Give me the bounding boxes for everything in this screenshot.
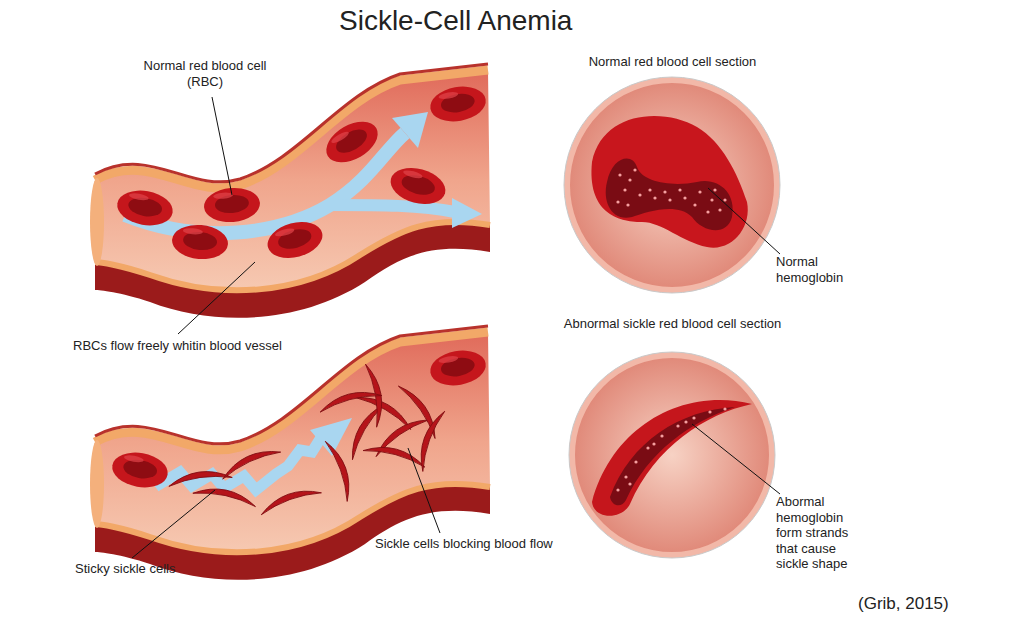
hemoglobin-dot: [638, 193, 641, 196]
callout-label: Normal red blood cell (RBC): [130, 58, 280, 89]
sickle-cell: [218, 443, 280, 479]
hemoglobin-dot: [718, 208, 721, 211]
hemoglobin-dot: [648, 188, 651, 191]
hemoglobin-dot: [693, 203, 696, 206]
callout-label: Sickle cells blocking blood flow: [375, 536, 553, 552]
hemoglobin-dot: [723, 198, 726, 201]
leader-line: [408, 448, 440, 533]
section-heading: Abnormal sickle red blood cell section: [526, 312, 819, 331]
hemoglobin-dot: [616, 200, 619, 203]
leader-line: [178, 262, 255, 334]
hemoglobin-dot: [634, 460, 637, 463]
leader-line: [692, 424, 780, 494]
red-blood-cell: [171, 223, 230, 262]
hemoglobin-dot: [646, 446, 649, 449]
callout-label: Abormal hemoglobin form strands that cau…: [776, 494, 866, 572]
circle-outline: [569, 352, 775, 558]
hemoglobin-dot: [692, 416, 695, 419]
red-blood-cell: [264, 216, 327, 263]
sickle-cell: [193, 483, 258, 506]
leader-line: [708, 188, 780, 254]
callout-label: RBCs flow freely whitin blood vessel: [73, 338, 282, 354]
red-blood-cell: [591, 116, 747, 248]
citation-caption: (Grib, 2015): [858, 594, 949, 614]
red-blood-cell: [427, 346, 488, 389]
cell-section-circle: Abnormal sickle red blood cell section: [526, 312, 819, 562]
hemoglobin-dot: [676, 424, 679, 427]
section-outline: [530, 50, 815, 298]
sickle-cell: [592, 400, 752, 516]
magnifier-circle: [567, 80, 777, 290]
section-outline: [530, 312, 815, 562]
hemoglobin-dot: [706, 210, 709, 213]
hemoglobin-dot: [652, 442, 655, 445]
sickle-cell: [325, 438, 356, 502]
red-blood-cell: [114, 186, 175, 229]
leader-line: [132, 490, 215, 558]
sickle-cell: [258, 483, 322, 514]
hemoglobin-dot: [668, 198, 671, 201]
hemoglobin-dot: [698, 190, 701, 193]
flow-arrow: [330, 205, 455, 212]
hemoglobin-dot: [708, 410, 711, 413]
sickle-cell: [167, 468, 232, 487]
hemoglobin-dot: [633, 168, 636, 171]
red-blood-cell: [319, 113, 384, 170]
hemoglobin-dot: [628, 482, 631, 485]
sickle-cell: [363, 441, 427, 467]
hemoglobin-dot: [723, 407, 726, 410]
hemoglobin-dot: [628, 178, 631, 181]
cell-section-circle: Normal red blood cell section: [526, 50, 819, 298]
hemoglobin-dot: [684, 420, 687, 423]
red-blood-cell: [427, 82, 488, 125]
hemoglobin-dot: [626, 203, 629, 206]
callout-label: Sticky sickle cells: [75, 561, 175, 577]
cell-cross-section: [610, 407, 735, 505]
cell-cross-section: [606, 159, 733, 231]
hemoglobin-dot: [624, 475, 627, 478]
hemoglobin-dot: [713, 188, 716, 191]
callout-label: Normal hemoglobin: [776, 254, 860, 285]
hemoglobin-dot: [616, 488, 619, 491]
hemoglobin-dot: [660, 434, 663, 437]
red-blood-cell: [109, 448, 170, 491]
sickle-cell: [398, 380, 443, 438]
red-blood-cell: [387, 162, 450, 209]
leader-line: [212, 97, 232, 195]
section-heading: Normal red blood cell section: [526, 50, 819, 69]
arrowhead: [452, 198, 482, 228]
blood-vessel: [90, 64, 490, 318]
hemoglobin-dot: [653, 196, 656, 199]
hemoglobin-dot: [678, 188, 681, 191]
hemoglobin-dot: [618, 173, 621, 176]
arrowhead: [392, 112, 428, 148]
hemoglobin-dot: [683, 196, 686, 199]
magnifier-circle: [572, 355, 772, 555]
hemoglobin-dot: [623, 188, 626, 191]
hemoglobin-dot: [710, 198, 713, 201]
sickle-cell: [413, 408, 444, 472]
red-blood-cell: [203, 186, 262, 225]
hemoglobin-dot: [663, 190, 666, 193]
sickle-cell: [318, 386, 382, 412]
circle-outline: [564, 77, 780, 293]
diagram-title: Sickle-Cell Anemia: [339, 4, 572, 38]
